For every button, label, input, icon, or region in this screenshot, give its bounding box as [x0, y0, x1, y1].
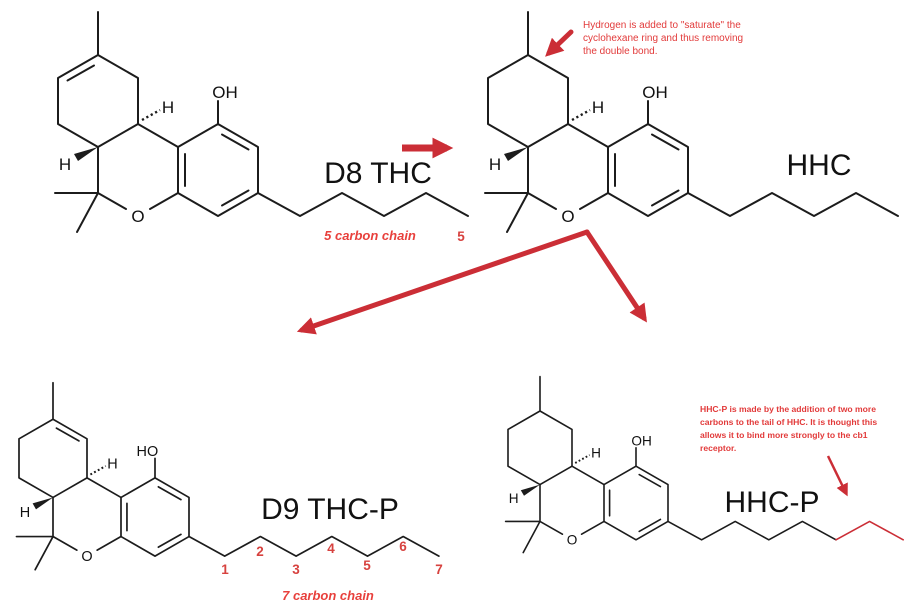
dashed-wedge-bond [89, 465, 107, 476]
solid-wedge-bond [74, 147, 98, 161]
heptyl-chain-base [667, 520, 837, 541]
ring-oxygen-label: O [131, 207, 144, 226]
carbon-number-4: 4 [327, 541, 335, 556]
chain-count-5: 5 [457, 229, 465, 244]
hhc-p-title: HHC-P [725, 486, 820, 519]
stereo-h-upper-label: H [591, 445, 601, 460]
aromatic-inner-bonds [126, 485, 182, 549]
carbon-number-5: 5 [363, 558, 371, 573]
stereo-h-lower-label: H [20, 505, 30, 521]
gem-dimethyl-bonds [504, 520, 541, 554]
pyran-ring-bonds [539, 465, 605, 536]
aromatic-inner-bonds [184, 133, 250, 207]
cyclohexane-ring-bonds [487, 11, 569, 148]
benzene-ring-bonds [607, 123, 689, 217]
hydroxyl-label: OH [212, 83, 238, 102]
dashed-wedge-bond [574, 454, 591, 464]
carbon-chain-numbers: 1 2 3 4 5 6 7 [221, 539, 443, 577]
benzene-ring-bonds [120, 477, 190, 557]
pyran-ring-bonds [52, 477, 122, 552]
benzene-ring-bonds [177, 123, 259, 217]
stereo-h-lower-label: H [59, 155, 71, 174]
aromatic-inner-bonds [614, 133, 680, 207]
gem-dimethyl-bonds [54, 192, 99, 233]
hhcp-note: HHC-P is made by the addition of two mor… [700, 404, 880, 453]
dashed-wedge-bond [141, 108, 161, 122]
solid-wedge-bond [32, 497, 53, 510]
seven-carbon-chain-label: 7 carbon chain [282, 588, 374, 603]
cyclohexane-ring-bonds [507, 375, 573, 486]
carbon-number-6: 6 [399, 539, 407, 554]
molecule-d8-thc: OH O H H [54, 11, 469, 233]
molecule-hhc: OH O H H [484, 11, 899, 233]
pyran-ring-bonds [97, 123, 179, 210]
stereo-h-lower-label: H [509, 491, 519, 506]
pentyl-chain [687, 192, 899, 217]
arrow-hhcp-tail-pointer [826, 455, 848, 497]
solid-wedge-bond [520, 484, 540, 496]
arrow-saturation-pointer [545, 29, 574, 57]
gem-dimethyl-bonds [484, 192, 529, 233]
heptyl-chain-added-carbons [835, 520, 905, 541]
stereo-h-lower-label: H [489, 155, 501, 174]
pyran-ring-bonds [527, 123, 609, 210]
arrow-hhc-to-d9-thc-p [296, 229, 590, 335]
saturation-note: Hydrogen is added to "saturate" the cycl… [583, 20, 746, 57]
aromatic-inner-bonds [608, 473, 662, 533]
d8-thc-title: D8 THC [324, 157, 432, 190]
carbon-number-2: 2 [256, 544, 264, 559]
hhc-title: HHC [787, 149, 852, 182]
cyclohexene-ring-bonds [18, 381, 88, 499]
pentyl-chain [257, 192, 469, 217]
arrow-hhc-to-hhc-p [584, 229, 647, 323]
stereo-h-upper-label: H [162, 98, 174, 117]
hydroxyl-label: OH [642, 83, 668, 102]
stereo-h-upper-label: H [592, 98, 604, 117]
delta8-double-bond [66, 64, 95, 82]
dashed-wedge-bond [571, 108, 591, 122]
hydroxyl-label: HO [137, 444, 159, 460]
carbon-number-7: 7 [435, 562, 443, 577]
heptyl-chain [188, 535, 440, 557]
carbon-number-3: 3 [292, 562, 300, 577]
ring-oxygen-label: O [561, 207, 574, 226]
carbon-number-1: 1 [221, 562, 229, 577]
delta9-double-bond [55, 427, 80, 442]
benzene-ring-bonds [603, 465, 669, 541]
molecule-d9-thc-p: HO O H H [15, 381, 440, 571]
five-carbon-chain-label: 5 carbon chain [324, 228, 416, 243]
ring-oxygen-label: O [81, 549, 92, 565]
gem-dimethyl-bonds [15, 535, 54, 571]
d9-thc-p-title: D9 THC-P [261, 493, 399, 526]
stereo-h-upper-label: H [107, 457, 117, 473]
ring-oxygen-label: O [567, 533, 578, 548]
hydroxyl-label: OH [631, 433, 651, 448]
solid-wedge-bond [504, 147, 528, 161]
molecule-hhc-p: OH O H H [504, 375, 905, 554]
cyclohexene-ring-bonds [57, 11, 139, 148]
